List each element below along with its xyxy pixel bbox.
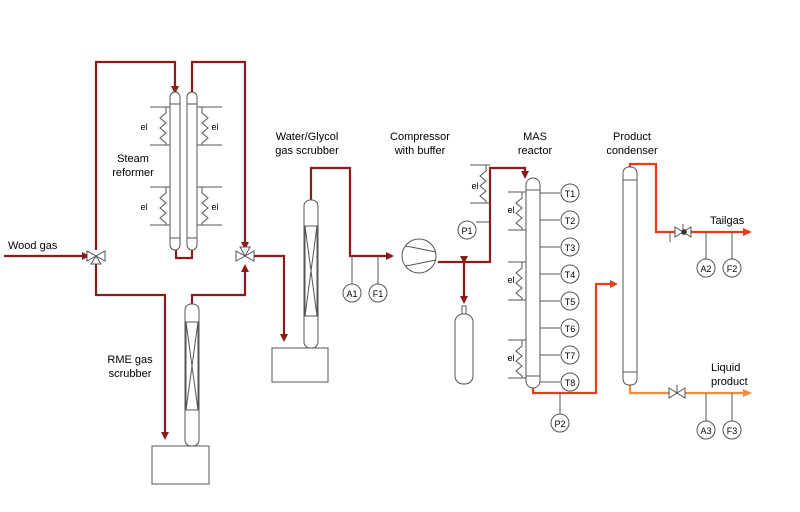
three-way-valve-right [235,246,255,262]
rme-scrubber-to-right-valve-line [190,264,249,304]
instrument-p2 [550,413,570,433]
instrument-f3 [722,420,742,440]
liquid-product-valve [668,385,686,399]
buffer-cylinder [454,305,474,385]
mas-reactor-label-line1: MAS [523,131,547,143]
t-sensor-leads [540,192,560,383]
instrument-label-t4: T4 [565,270,576,280]
instrument-label-p2: P2 [554,419,565,429]
heater-mas-3 [508,339,526,379]
rme-scrubber-label-line2: scrubber [109,368,152,380]
instrument-f1 [368,283,388,303]
instrument-labels: A1 F1 P1 P2 A2 F2 A3 F3 T1 T2 T3 T4 T5 T… [346,189,737,436]
instrument-t7 [560,345,580,365]
instrument-a2 [696,258,716,278]
instrument-t4 [560,264,580,284]
heater-mas-2 [508,261,526,301]
equipment [151,91,638,485]
liquid-product-label-line1: Liquid [711,362,740,374]
heater-reformer-lower-right [197,186,222,226]
instrument-label-t8: T8 [565,378,576,388]
product-condenser [622,166,638,386]
instrument-label-a3: A3 [700,426,711,436]
liquid-product-label-line2: product [711,376,748,388]
instrument-label-t5: T5 [565,297,576,307]
water-glycol-scrubber-column [271,199,329,383]
instrument-p1 [457,220,477,240]
mas-to-condenser-line [531,280,618,395]
compressor-label-line1: Compressor [390,131,450,143]
mas-reactor-label-line2: reactor [518,145,553,157]
instrument-t1 [560,183,580,203]
compressor-label-line2: with buffer [394,145,446,157]
instrument-label-t7: T7 [565,351,576,361]
rme-scrubber-column [151,303,210,485]
heater-labels: el el el el el el el el [140,122,514,363]
reformer-bottom-link-line [174,250,194,260]
product-condenser-label-line1: Product [613,131,651,143]
product-condenser-label-line2: condenser [606,145,658,157]
steam-reformer-label-line1: Steam [117,153,149,165]
instrument-label-t6: T6 [565,324,576,334]
heater-label: el [471,181,478,191]
steam-reformer [169,91,198,251]
instrument-t8 [560,372,580,392]
wood-gas-label: Wood gas [8,240,58,252]
instrument-t6 [560,318,580,338]
mas-reactor [525,177,541,389]
heater-label: el [140,122,147,132]
heater-mas-1 [508,191,526,231]
heater-label: el [507,205,514,215]
instrument-label-t1: T1 [565,189,576,199]
steam-reformer-label-line2: reformer [112,167,154,179]
heater-label: el [507,353,514,363]
right-valve-to-water-scrubber-line [252,254,288,342]
instruments [342,183,742,440]
reformer-top-to-right-valve-line [190,60,249,250]
instrument-a1 [342,283,362,303]
instrument-label-t3: T3 [565,243,576,253]
tailgas-pressure-valve [669,224,692,242]
valves [86,224,692,399]
compressor [401,238,437,274]
heater-label: el [211,202,218,212]
bypass-loop-left-line [94,60,179,250]
instrument-label-f2: F2 [727,264,738,274]
water-glycol-label-line1: Water/Glycol [276,131,339,143]
heater-label: el [140,202,147,212]
instrument-label-t2: T2 [565,216,576,226]
heater-reformer-lower-left [150,186,170,226]
instrument-label-a1: A1 [346,289,357,299]
compressor-to-mas-line [438,166,529,264]
instrument-t2 [560,210,580,230]
process-labels: Wood gas Steam reformer RME gas scrubber… [8,131,748,388]
heater-label: el [211,122,218,132]
instrument-t5 [560,291,580,311]
instrument-label-a2: A2 [700,264,711,274]
heater-reformer-upper-left [150,106,170,146]
left-valve-to-rme-scrubber-line [94,262,169,440]
instrument-label-p1: P1 [461,226,472,236]
heater-mas-inlet [470,164,490,204]
process-lines [4,60,752,440]
tailgas-label: Tailgas [710,215,745,227]
heater-label: el [507,275,514,285]
instrument-f2 [722,258,742,278]
instrument-t3 [560,237,580,257]
condenser-to-liquid-line [628,385,752,397]
instrument-label-f3: F3 [727,426,738,436]
three-way-valve-left [86,250,106,265]
instrument-label-f1: F1 [373,289,384,299]
water-scrubber-to-compressor-line [309,166,394,260]
electric-heaters [150,106,526,379]
rme-scrubber-label-line1: RME gas [107,354,153,366]
water-glycol-label-line2: gas scrubber [275,145,339,157]
instrument-a3 [696,420,716,440]
heater-reformer-upper-right [197,106,222,146]
